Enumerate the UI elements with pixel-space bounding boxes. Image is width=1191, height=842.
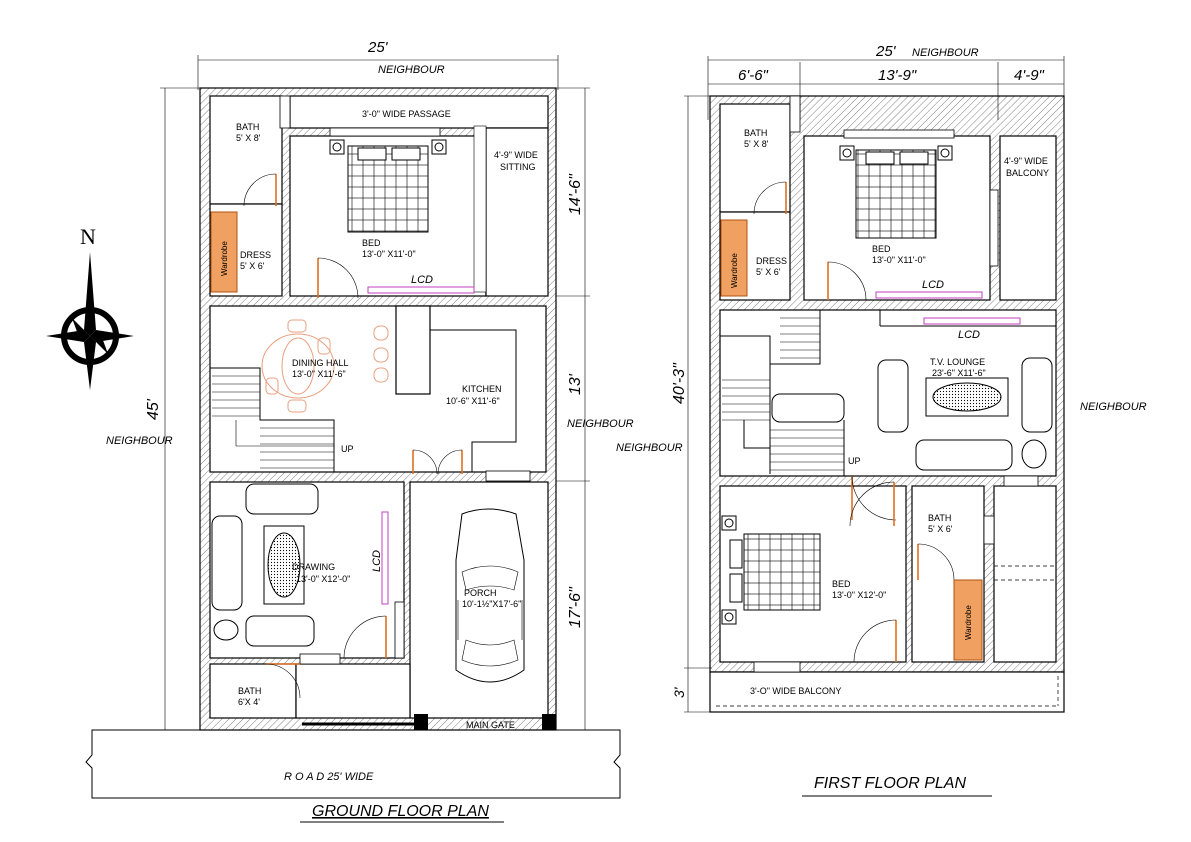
gf-neighbour-left: NEIGHBOUR — [106, 435, 173, 447]
first-floor-plan: 25' NEIGHBOUR 6'-6" 13'-9" 4'-9" 40'-3" … — [616, 43, 1147, 797]
gf-wardrobe-label: Wardrobe — [220, 241, 229, 276]
ff-bed2-size: 13'-0" X12'-0" — [832, 590, 886, 600]
gf-dining-size: 13'-0" X11'-6" — [292, 369, 346, 379]
ff-width-dim: 25' — [875, 43, 897, 60]
ff-bath2-size: 5' X 6' — [928, 524, 953, 534]
ff-balcony-side-2: BALCONY — [1006, 168, 1049, 178]
gf-depth-dim: 45' — [145, 398, 162, 420]
ff-depth-dim: 40'-3" — [671, 362, 688, 404]
gf-neighbour-right: NEIGHBOUR — [567, 418, 634, 430]
gf-road-label: R O A D 25' WIDE — [284, 771, 374, 783]
gf-bed-name: BED — [362, 238, 381, 248]
ff-balcony-front: 3'-O" WIDE BALCONY — [750, 686, 841, 696]
ff-lounge-size: 23'-6" X11'-6" — [932, 368, 986, 378]
compass-icon: N — [46, 224, 134, 390]
ff-bed2-furniture — [721, 515, 821, 625]
gf-car — [455, 508, 525, 683]
gf-sofa-set — [211, 483, 389, 647]
gf-wardrobe — [210, 211, 238, 293]
gf-road: R O A D 25' WIDE — [85, 729, 621, 799]
gf-dining-table — [261, 319, 389, 413]
gf-width-dim: 25' — [367, 39, 389, 56]
gf-bath1-name: BATH — [236, 122, 259, 132]
ff-neighbour-top: NEIGHBOUR — [912, 47, 979, 59]
ff-bed2-name: BED — [832, 579, 851, 589]
compass-n-label: N — [80, 224, 96, 249]
ff-lcd-lounge: LCD — [958, 329, 980, 341]
ff-balcony-side-1: 4'-9" WIDE — [1004, 156, 1048, 166]
ff-bed1-name: BED — [872, 244, 891, 254]
gf-bath2-size: 6'X 4' — [238, 697, 260, 707]
gf-dim-13: 13' — [567, 373, 584, 395]
gf-labels: BATH 5' X 8' 3'-0" WIDE PASSAGE 4'-9" WI… — [236, 109, 538, 730]
ff-neighbour-left: NEIGHBOUR — [616, 442, 683, 454]
ff-lounge-furniture — [771, 357, 1053, 471]
ff-lounge-name: T.V. LOUNGE — [930, 357, 985, 367]
ff-balcony-dim: 3' — [671, 686, 687, 698]
ff-dimensions: 25' NEIGHBOUR 6'-6" 13'-9" 4'-9" 40'-3" … — [671, 43, 1065, 713]
gf-porch-size: 10'-1½"X17'-6" — [462, 599, 521, 609]
ff-staircase: UP — [720, 309, 861, 476]
gf-lcd-bed: LCD — [411, 274, 433, 286]
gf-sitting-1: 4'-9" WIDE — [494, 150, 538, 160]
gf-kitchen-name: KITCHEN — [462, 384, 502, 394]
ff-bed1-furniture — [839, 145, 1021, 325]
gf-dress-size: 5' X 6' — [240, 261, 265, 271]
gf-dress-name: DRESS — [240, 250, 271, 260]
gf-up-label: UP — [341, 444, 354, 454]
gf-bed-furniture — [329, 139, 475, 294]
gf-bed-size: 13'-0" X11'-0" — [362, 249, 416, 259]
gf-drawing-name: DRAWING — [292, 562, 335, 572]
ff-wardrobe — [720, 219, 748, 297]
ff-doors — [753, 181, 955, 663]
ff-bath1-size: 5' X 8' — [744, 139, 769, 149]
ground-floor-plan: 25' 45' 14'-6" 13' 17'-6" NEIGHBOUR NEIG… — [85, 39, 634, 823]
gf-drawing-size: 13'-0" X12'-0" — [296, 574, 350, 584]
ff-wardrobe-2-label: Wardrobe — [964, 605, 973, 640]
ff-dim-4-9: 4'-9" — [1014, 67, 1045, 84]
gf-sitting-2: SITTING — [500, 162, 536, 172]
gf-dim-17-6: 17'-6" — [567, 586, 584, 628]
gf-porch-name: PORCH — [464, 588, 497, 598]
ff-dress-size: 5' X 6' — [756, 267, 781, 277]
ff-wardrobe-label: Wardrobe — [730, 253, 739, 288]
ff-bath1-name: BATH — [744, 128, 767, 138]
ff-up-label: UP — [848, 456, 861, 466]
ff-dress-name: DRESS — [756, 256, 787, 266]
gf-passage-label: 3'-0" WIDE PASSAGE — [362, 109, 451, 119]
gf-main-gate: MAIN GATE — [466, 720, 515, 730]
gf-neighbour-top: NEIGHBOUR — [378, 64, 445, 76]
ff-wardrobe-2 — [953, 579, 983, 661]
gf-staircase: UP — [210, 367, 354, 472]
gf-dimensions: 25' 45' 14'-6" 13' 17'-6" — [145, 39, 590, 731]
ff-neighbour-right: NEIGHBOUR — [1080, 401, 1147, 413]
gf-title: GROUND FLOOR PLAN — [312, 803, 489, 820]
gf-kitchen-size: 10'-6" X11'-6" — [446, 396, 500, 406]
gf-doors — [243, 173, 463, 699]
ff-dim-13-9: 13'-9" — [878, 67, 917, 84]
ff-dim-6-6: 6'-6" — [738, 67, 769, 84]
ff-bath2-name: BATH — [928, 513, 951, 523]
gf-dim-14-6: 14'-6" — [567, 173, 584, 215]
ff-labels: BATH 5' X 8' DRESS 5' X 6' BED 13'-0" X1… — [744, 128, 1049, 696]
ff-bed1-size: 13'-0" X11'-0" — [872, 255, 926, 265]
gf-bath2-name: BATH — [238, 686, 261, 696]
gf-dining-name: DINING HALL — [292, 358, 349, 368]
gf-bath1-size: 5' X 8' — [236, 133, 261, 143]
ff-lcd-bed: LCD — [922, 279, 944, 291]
gf-lcd-drawing: LCD — [371, 550, 383, 572]
ff-title: FIRST FLOOR PLAN — [814, 775, 966, 792]
